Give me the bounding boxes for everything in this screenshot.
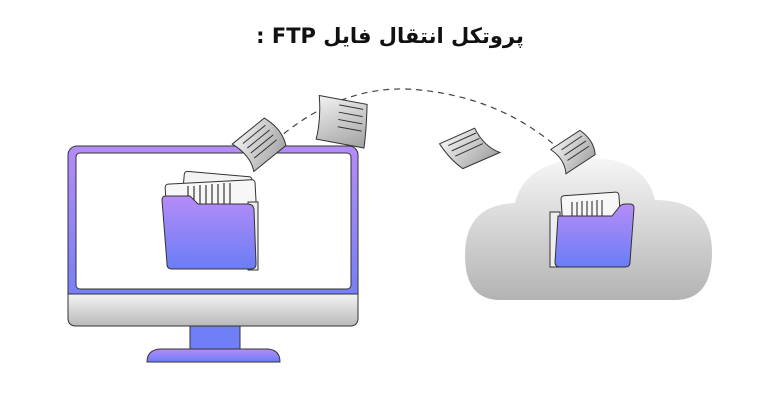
document-icon [315, 94, 368, 149]
local-folder-icon [161, 170, 259, 271]
document-icon [438, 127, 502, 170]
page-title: پروتکل انتقال فایل FTP : [256, 24, 524, 48]
document-icon [231, 117, 287, 173]
remote-folder-icon [549, 191, 635, 268]
document-icon [549, 129, 596, 175]
